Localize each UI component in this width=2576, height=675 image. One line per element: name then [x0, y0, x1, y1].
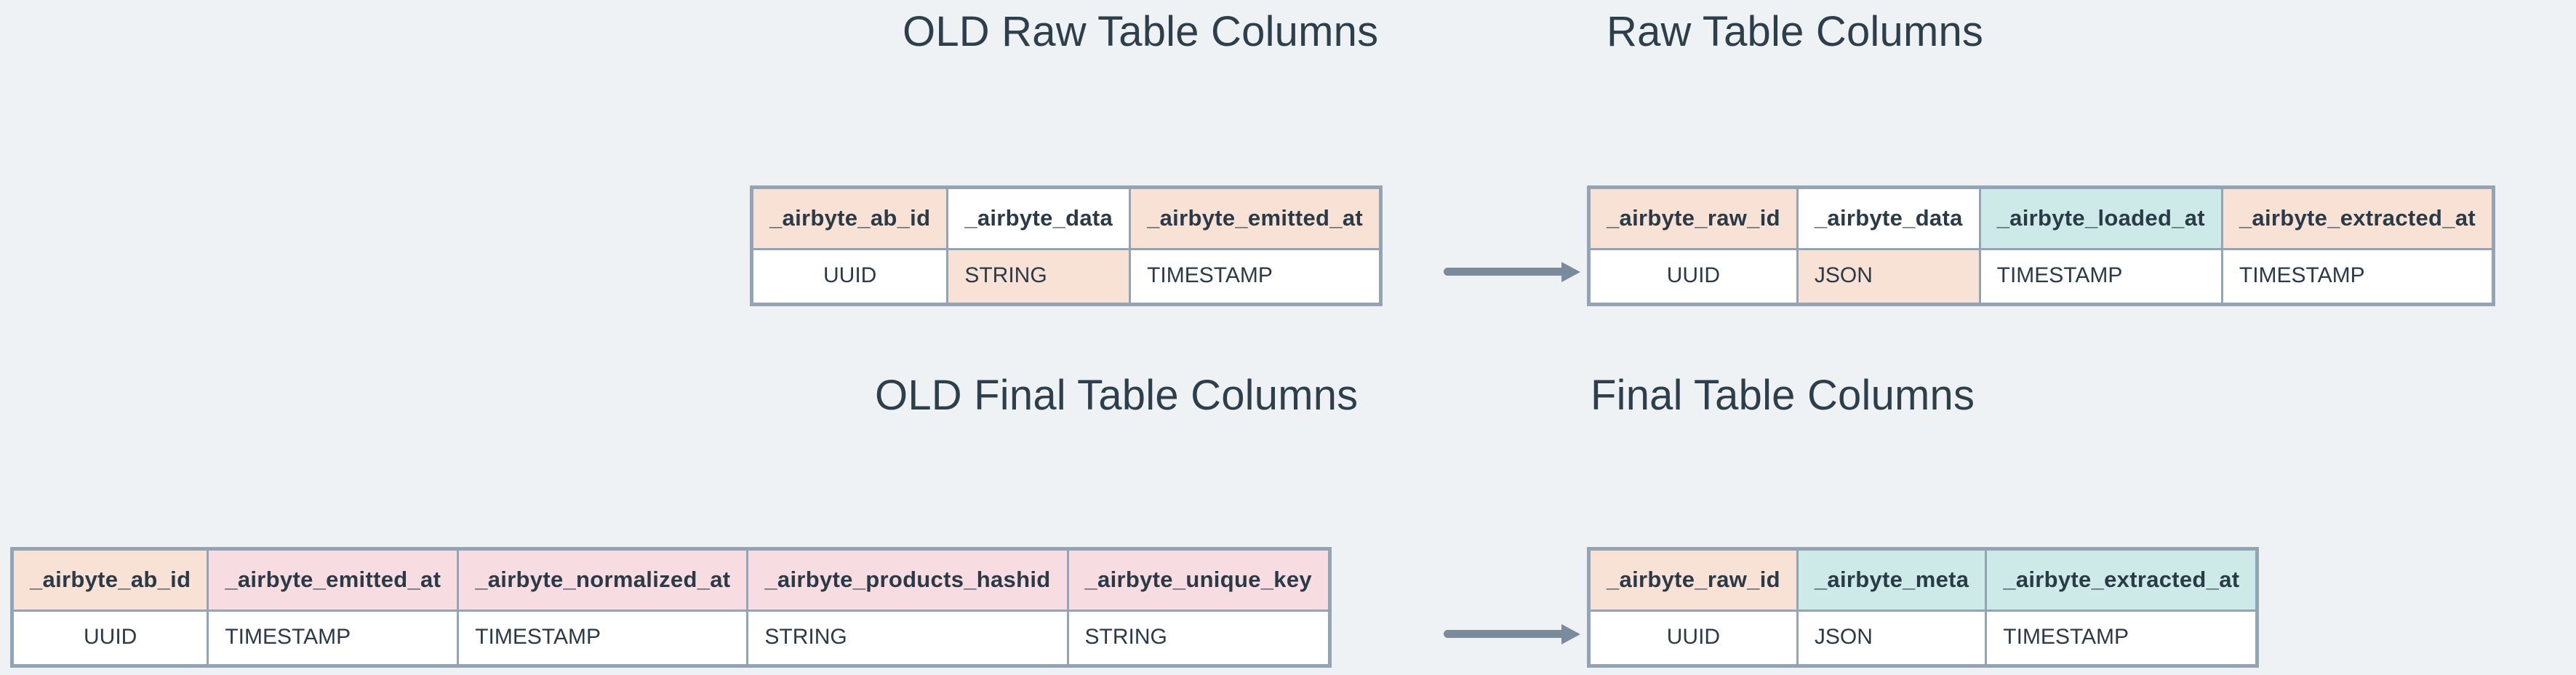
table-new-final-columns: _airbyte_raw_id_airbyte_meta_airbyte_ext… [1587, 547, 2260, 668]
column-header: _airbyte_emitted_at [207, 548, 460, 612]
title-new-raw-table: Raw Table Columns [1607, 8, 1984, 55]
title-new-final-table: Final Table Columns [1591, 372, 1975, 419]
table-old-raw-columns: _airbyte_ab_id_airbyte_data_airbyte_emit… [750, 185, 1383, 306]
column-header: _airbyte_normalized_at [457, 548, 749, 612]
arrow-head [1561, 624, 1580, 644]
column-header: _airbyte_data [1796, 186, 1981, 250]
table-header-row: _airbyte_raw_id_airbyte_data_airbyte_loa… [1588, 186, 2495, 250]
table-new-raw-columns: _airbyte_raw_id_airbyte_data_airbyte_loa… [1587, 185, 2495, 306]
column-header: _airbyte_data [946, 186, 1132, 250]
table-header-row: _airbyte_ab_id_airbyte_data_airbyte_emit… [750, 186, 1382, 250]
arrow-right-icon-raw [1444, 262, 1583, 282]
column-type-cell: STRING [1066, 610, 1331, 667]
column-type-cell: UUID [1588, 248, 1799, 305]
column-type-cell: TIMESTAMP [1978, 248, 2223, 305]
column-header: _airbyte_meta [1796, 548, 1988, 612]
arrow-right-icon-final [1444, 624, 1583, 644]
column-header: _airbyte_ab_id [750, 186, 949, 250]
column-type-cell: JSON [1796, 248, 1981, 305]
column-type-cell: UUID [1588, 610, 1799, 667]
column-type-cell: STRING [946, 248, 1132, 305]
arrow-shaft [1444, 268, 1566, 276]
column-type-cell: TIMESTAMP [2220, 248, 2495, 305]
column-type-cell: UUID [750, 248, 949, 305]
column-type-cell: TIMESTAMP [457, 610, 749, 667]
column-type-cell: JSON [1796, 610, 1988, 667]
column-header: _airbyte_extracted_at [2220, 186, 2495, 250]
table-old-final-columns: _airbyte_ab_id_airbyte_emitted_at_airbyt… [10, 547, 1332, 668]
column-header: _airbyte_emitted_at [1129, 186, 1382, 250]
title-old-raw-table: OLD Raw Table Columns [903, 8, 1379, 55]
column-header: _airbyte_loaded_at [1978, 186, 2223, 250]
table-header-row: _airbyte_ab_id_airbyte_emitted_at_airbyt… [10, 548, 1331, 612]
column-type-cell: TIMESTAMP [1129, 248, 1382, 305]
column-header: _airbyte_raw_id [1588, 548, 1799, 612]
column-header: _airbyte_raw_id [1588, 186, 1799, 250]
column-header: _airbyte_products_hashid [746, 548, 1069, 612]
title-old-final-table: OLD Final Table Columns [875, 372, 1359, 419]
table-header-row: _airbyte_raw_id_airbyte_meta_airbyte_ext… [1588, 548, 2259, 612]
column-header: _airbyte_extracted_at [1985, 548, 2259, 612]
column-header: _airbyte_unique_key [1066, 548, 1331, 612]
column-type-cell: UUID [10, 610, 209, 667]
column-header: _airbyte_ab_id [10, 548, 209, 612]
column-type-cell: TIMESTAMP [207, 610, 460, 667]
arrow-shaft [1444, 630, 1566, 638]
column-type-cell: STRING [746, 610, 1069, 667]
column-type-cell: TIMESTAMP [1985, 610, 2259, 667]
arrow-head [1561, 262, 1580, 282]
